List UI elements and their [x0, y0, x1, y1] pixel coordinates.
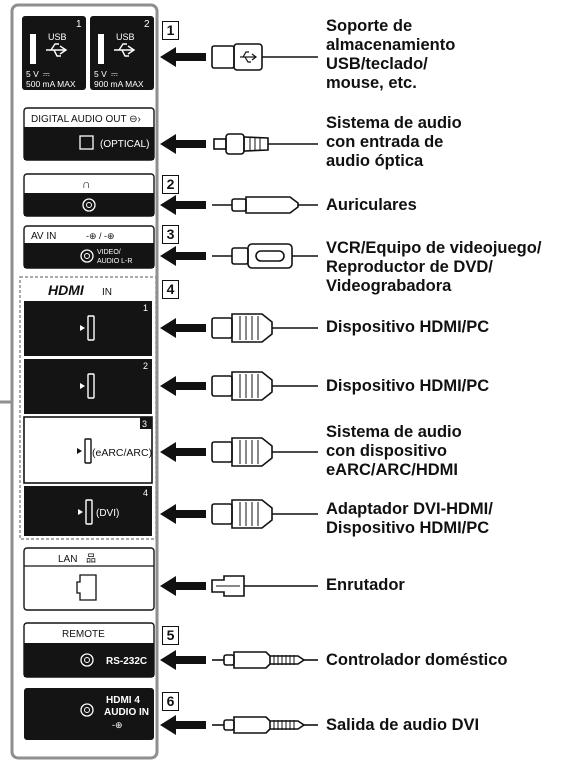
arrow-headphone — [160, 195, 206, 215]
hdmi-number-3: 3 — [142, 419, 147, 429]
av-in-port: AV IN -⊕ / -⊕ VIDEO/ AUDIO L-R — [23, 225, 155, 269]
step-number-4: 4 — [162, 280, 179, 299]
hdmi4-audio-line1: HDMI 4 — [106, 695, 140, 706]
usb-label-2: USB — [116, 32, 135, 42]
device-label-dvi-audio: Salida de audio DVI — [326, 716, 480, 734]
usb-port-1: USB 1 5 V ⎓ 500 mA MAX — [22, 16, 86, 90]
step-number-3: 3 — [162, 225, 179, 244]
step-number-5: 5 — [162, 626, 179, 645]
hdmi-dvi-label: (DVI) — [96, 508, 119, 519]
hdmi4-audio-line2: AUDIO IN — [104, 707, 149, 718]
lan-cable-icon — [211, 575, 318, 597]
device-label-rs232: Controlador doméstico — [326, 651, 508, 669]
lan-port: LAN 品 — [23, 547, 155, 611]
arrow-optical — [160, 134, 206, 154]
hdmi-jack-icon — [85, 499, 93, 525]
hdmi-cable-icon — [211, 371, 318, 401]
hdmi-in-label: IN — [102, 287, 112, 298]
hdmi-jack-icon — [87, 373, 95, 399]
hdmi-number-4: 4 — [143, 488, 148, 498]
device-label-hdmi-1: Dispositivo HDMI/PC — [326, 318, 490, 336]
step-number-2: 2 — [162, 175, 179, 194]
hdmi-cable-icon — [211, 313, 318, 343]
hdmi-group: HDMI IN 1 2 3 (eARC/ARC) 4 (DVI) — [19, 276, 157, 540]
usb-number-2: 2 — [144, 19, 150, 30]
hdmi-number-2: 2 — [143, 361, 148, 371]
hdmi-logo: HDMI — [48, 282, 85, 298]
headphone-port: ∩ — [23, 173, 155, 217]
usb-port-2: USB 2 5 V ⎓ 900 mA MAX — [90, 16, 154, 90]
ethernet-jack-icon — [76, 574, 97, 601]
rs232-jack-icon — [80, 653, 94, 667]
av-in-label-2: AUDIO L-R — [97, 258, 132, 265]
headphone-cable-icon — [212, 196, 318, 214]
arrow-usb — [160, 47, 206, 67]
device-label-vcr: VCR/Equipo de videojuego/ Reproductor de… — [326, 239, 542, 295]
arrow-audio — [160, 715, 206, 735]
optical-label: (OPTICAL) — [100, 139, 149, 150]
usb-number-1: 1 — [76, 19, 82, 30]
hdmi-jack-icon — [87, 315, 95, 341]
usb-symbol-icon — [114, 43, 136, 57]
arrow-avin — [160, 246, 206, 266]
arrow-hdmi-3 — [160, 442, 206, 462]
usb-cable-icon — [211, 43, 318, 71]
hdmi-number-1: 1 — [143, 303, 148, 313]
av-jack-icon — [80, 249, 94, 263]
av-cable-icon — [212, 243, 318, 269]
hdmi-cable-icon — [211, 499, 318, 529]
arrow-hdmi-4 — [160, 504, 206, 524]
device-label-hdmi-3: Sistema de audio con dispositivo eARC/AR… — [326, 423, 462, 479]
usb-current-1: 500 mA MAX — [26, 79, 76, 89]
usb-voltage-2: 5 V — [94, 69, 107, 79]
device-label-hdmi-2: Dispositivo HDMI/PC — [326, 377, 490, 395]
hdmi4-audio-sym: -⊕ — [112, 720, 123, 730]
av-in-title: AV IN — [31, 231, 56, 242]
device-label-headphones: Auriculares — [326, 196, 417, 214]
device-label-lan: Enrutador — [326, 576, 405, 594]
usb-symbol-icon — [46, 43, 68, 57]
lan-title: LAN — [58, 554, 77, 565]
optical-jack-icon — [79, 135, 94, 150]
remote-port: REMOTE RS-232C — [23, 622, 155, 678]
usb-voltage-1: 5 V — [26, 69, 39, 79]
step-number-6: 6 — [162, 692, 179, 711]
usb-label-1: USB — [48, 32, 67, 42]
av-in-symbols: -⊕ / -⊕ — [86, 231, 115, 241]
network-icon: 品 — [86, 553, 96, 565]
hdmi-jack-icon — [84, 438, 92, 464]
remote-title: REMOTE — [62, 629, 105, 640]
rs232-cable-icon — [212, 651, 318, 669]
arrow-hdmi-1 — [160, 318, 206, 338]
usb-dc-1: ⎓ — [43, 69, 50, 79]
headphone-jack-icon — [82, 198, 96, 212]
device-label-hdmi-4: Adaptador DVI-HDMI/ Dispositivo HDMI/PC — [326, 500, 493, 537]
av-in-label-1: VIDEO/ — [97, 249, 121, 256]
step-number-1: 1 — [162, 21, 179, 40]
device-label-optical: Sistema de audio con entrada de audio óp… — [326, 114, 462, 170]
arrow-lan — [160, 576, 206, 596]
dvi-audio-cable-icon — [212, 716, 318, 734]
usb-current-2: 900 mA MAX — [94, 79, 144, 89]
hdmi4-audio-in-port: HDMI 4 AUDIO IN -⊕ — [24, 688, 154, 740]
audio-jack-icon — [80, 703, 94, 717]
optical-cable-icon — [213, 133, 318, 155]
hdmi-cable-icon — [211, 437, 318, 467]
arrows — [160, 47, 206, 735]
headphone-icon: ∩ — [82, 177, 91, 191]
panel-frame — [0, 3, 159, 760]
optical-title: DIGITAL AUDIO OUT ⊖› — [31, 114, 141, 125]
arrow-hdmi-2 — [160, 376, 206, 396]
rs232-label: RS-232C — [106, 656, 147, 667]
optical-port: DIGITAL AUDIO OUT ⊖› (OPTICAL) — [23, 107, 155, 161]
device-label-usb: Soporte de almacenamiento USB/teclado/ m… — [326, 17, 456, 92]
arrow-rs232 — [160, 650, 206, 670]
usb-dc-2: ⎓ — [111, 69, 118, 79]
hdmi-earc-label: (eARC/ARC) — [92, 447, 152, 459]
